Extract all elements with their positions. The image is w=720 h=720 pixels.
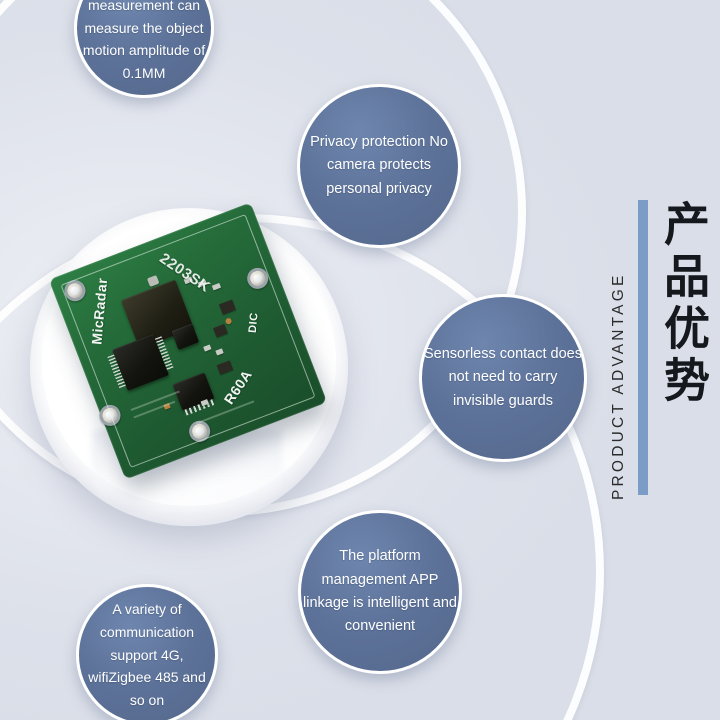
smd-component <box>203 344 212 352</box>
smd-component <box>215 348 224 356</box>
regulator-chip <box>172 372 215 411</box>
rf-shield-chip <box>120 279 194 349</box>
title-accent-bar <box>637 200 648 495</box>
small-ic-chip <box>171 323 200 350</box>
mcu-chip <box>112 334 169 391</box>
smd-component <box>163 402 171 410</box>
pcb-trace <box>130 390 180 411</box>
smd-component <box>213 323 228 338</box>
feature-text: Privacy protection No camera protects pe… <box>310 133 448 197</box>
smd-component <box>211 282 222 291</box>
silkscreen-dic: DIC <box>246 311 261 334</box>
feature-text: Sensorless contact does not need to carr… <box>424 345 582 409</box>
smd-component <box>197 279 207 288</box>
title-chinese: 产品优势 <box>657 200 711 408</box>
smd-component <box>216 360 234 375</box>
smd-component <box>146 274 160 287</box>
title-english: PRODUCT ADVANTAGE <box>609 272 627 500</box>
feature-bubble-communication[interactable]: A variety of communication support 4G, w… <box>76 584 218 720</box>
title-block: PRODUCT ADVANTAGE 产品优势 <box>609 200 711 510</box>
silkscreen-code: 2203SK <box>156 249 214 296</box>
pcb-trace <box>195 400 255 425</box>
mounting-hole-icon <box>186 417 214 445</box>
smd-component <box>218 299 236 315</box>
radar-module-photo: MicRadar 2203SK R60A DIC <box>48 202 328 480</box>
pcb-trace <box>133 400 176 419</box>
feature-bubble-precision[interactable]: The high-precision measurement can measu… <box>74 0 214 98</box>
smd-component <box>224 317 233 326</box>
smd-component <box>200 399 209 407</box>
feature-bubble-privacy[interactable]: Privacy protection No camera protects pe… <box>297 84 461 248</box>
smd-component <box>183 276 193 285</box>
mounting-hole-icon <box>244 264 272 292</box>
feature-text: The platform management APP linkage is i… <box>303 548 457 635</box>
feature-bubble-sensorless[interactable]: Sensorless contact does not need to carr… <box>419 294 587 462</box>
feature-text: A variety of communication support 4G, w… <box>88 601 206 708</box>
silkscreen-brand: MicRadar <box>88 277 111 346</box>
silkscreen-model: R60A <box>220 366 256 408</box>
feature-text: The high-precision measurement can measu… <box>82 0 206 81</box>
pcb-board: MicRadar 2203SK R60A DIC <box>48 202 328 480</box>
mounting-hole-icon <box>61 277 89 305</box>
mounting-hole-icon <box>96 401 124 429</box>
feature-bubble-platform[interactable]: The platform management APP linkage is i… <box>298 510 462 674</box>
